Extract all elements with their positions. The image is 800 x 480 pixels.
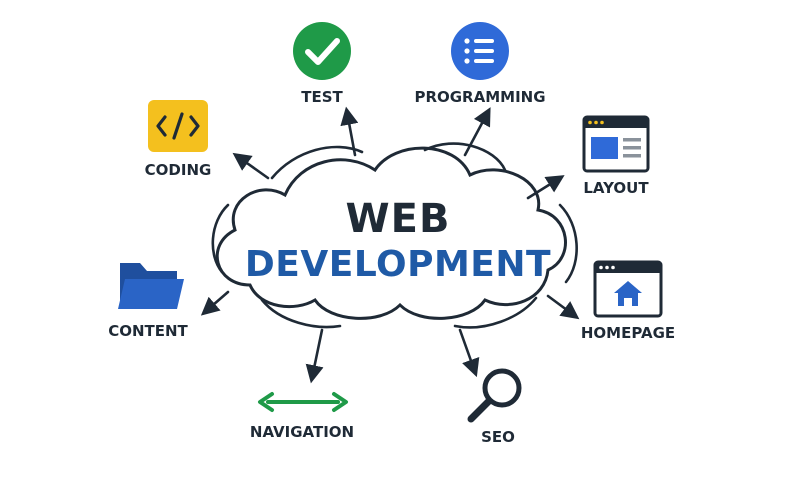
label-layout: LAYOUT: [583, 179, 649, 197]
node-seo: SEO: [467, 368, 522, 446]
arrow-to-content: [200, 290, 230, 316]
check-circle-icon: [293, 22, 351, 80]
connector-arrows: [200, 106, 580, 384]
arrow-to-programming: [463, 107, 491, 157]
label-navigation: NAVIGATION: [250, 423, 354, 441]
center-title-line1: WEB: [346, 196, 451, 242]
node-homepage: HOMEPAGE: [581, 260, 675, 342]
node-content: CONTENT: [108, 263, 189, 340]
cloud-accent-right: [558, 203, 578, 284]
node-coding: CODING: [145, 100, 212, 179]
cloud-accent-bottom-right: [453, 296, 538, 329]
cloud-accent-top-right: [423, 142, 507, 172]
node-programming: PROGRAMMING: [414, 22, 546, 106]
node-test: TEST: [293, 22, 351, 106]
label-coding: CODING: [145, 161, 212, 179]
arrow-to-navigation: [305, 328, 324, 384]
list-icon: [451, 22, 509, 80]
folder-icon: [118, 263, 184, 309]
double-arrow-icon: [258, 392, 348, 412]
node-navigation: NAVIGATION: [250, 392, 354, 441]
arrow-to-seo: [458, 328, 480, 378]
browser-layout-icon: [582, 115, 650, 173]
cloud-accent-bottom-left: [260, 298, 342, 329]
magnifier-icon: [467, 368, 522, 423]
arrow-to-test: [340, 106, 359, 157]
label-content: CONTENT: [108, 322, 188, 340]
label-seo: SEO: [481, 428, 515, 446]
arrow-to-coding: [232, 152, 270, 180]
center-title-line2: DEVELOPMENT: [245, 244, 551, 285]
label-homepage: HOMEPAGE: [581, 324, 675, 342]
arrow-to-homepage: [546, 294, 580, 320]
center-cloud: [211, 142, 578, 329]
label-test: TEST: [301, 88, 343, 106]
arrow-to-layout: [526, 175, 565, 200]
cloud-accent-left: [211, 203, 230, 274]
label-programming: PROGRAMMING: [414, 88, 545, 106]
browser-home-icon: [593, 260, 663, 318]
cloud-outline: [215, 146, 567, 320]
node-layout: LAYOUT: [582, 115, 650, 197]
code-icon: [148, 100, 208, 152]
